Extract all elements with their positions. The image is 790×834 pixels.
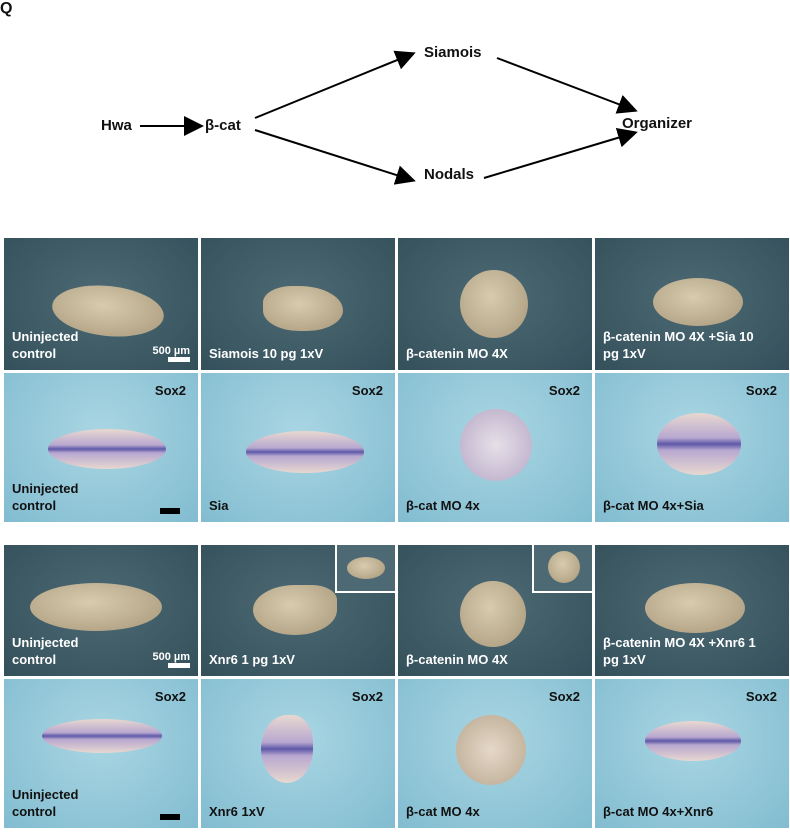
photo-g2-xnr6: Xnr6 1 pg 1xV <box>201 545 395 676</box>
caption: Sia <box>209 498 229 513</box>
marker-label: Sox2 <box>548 383 580 398</box>
scale-bar: 500 µm <box>152 651 190 668</box>
caption: β-cat MO 4x+Sia <box>603 498 704 513</box>
arrow-nodals-organizer <box>483 128 638 179</box>
marker-label: Sox2 <box>745 689 777 704</box>
caption: β-cat MO 4x <box>406 498 480 513</box>
panel-letter: Q <box>0 0 13 17</box>
inset-photo <box>335 545 395 593</box>
arrow-bcat-siamois <box>254 50 416 119</box>
caption: Uninjected control <box>12 329 79 361</box>
photo-g1-siamois: Siamois 10 pg 1xV <box>201 238 395 370</box>
node-bcat: β-cat <box>205 117 241 134</box>
arrow-bcat-nodals <box>254 129 416 185</box>
node-organizer: Organizer <box>622 115 693 132</box>
scale-bar <box>160 508 180 514</box>
caption: β-catenin MO 4X +Sia 10 pg 1xV <box>603 329 754 361</box>
photo-g1-sox2-bcat-mo-sia: Sox2 β-cat MO 4x+Sia <box>595 373 789 522</box>
scale-bar: 500 µm <box>152 345 190 362</box>
photo-g2-sox2-bcat-mo-xnr6: Sox2 β-cat MO 4x+Xnr6 <box>595 679 789 828</box>
photo-g2-uninjected: Uninjected control 500 µm <box>4 545 198 676</box>
marker-label: Sox2 <box>745 383 777 398</box>
arrow-siamois-organizer <box>496 57 638 114</box>
scale-bar <box>160 814 180 820</box>
caption: Siamois 10 pg 1xV <box>209 346 324 361</box>
photo-g1-sox2-uninjected: Sox2 Uninjected control <box>4 373 198 522</box>
marker-label: Sox2 <box>154 689 186 704</box>
marker-label: Sox2 <box>154 383 186 398</box>
photo-g2-sox2-bcat-mo: Sox2 β-cat MO 4x <box>398 679 592 828</box>
photo-g1-sox2-bcat-mo: Sox2 β-cat MO 4x <box>398 373 592 522</box>
caption: Xnr6 1 pg 1xV <box>209 652 295 667</box>
inset-photo <box>532 545 592 593</box>
node-hwa: Hwa <box>101 117 132 134</box>
photo-g1-bcat-mo-sia: β-catenin MO 4X +Sia 10 pg 1xV <box>595 238 789 370</box>
caption: Uninjected control <box>12 635 79 667</box>
photo-g1-sox2-sia: Sox2 Sia <box>201 373 395 522</box>
caption: β-catenin MO 4X <box>406 652 508 667</box>
node-siamois: Siamois <box>424 44 482 61</box>
photo-g1-uninjected: Uninjected control 500 µm <box>4 238 198 370</box>
caption: β-cat MO 4x+Xnr6 <box>603 804 714 819</box>
node-nodals: Nodals <box>424 166 475 183</box>
caption: β-catenin MO 4X <box>406 346 508 361</box>
marker-label: Sox2 <box>351 689 383 704</box>
photo-g1-bcat-mo: β-catenin MO 4X <box>398 238 592 370</box>
photo-g2-bcat-mo-xnr6: β-catenin MO 4X +Xnr6 1 pg 1xV <box>595 545 789 676</box>
photo-g2-sox2-xnr6: Sox2 Xnr6 1xV <box>201 679 395 828</box>
caption: Uninjected control <box>12 787 79 819</box>
caption: Xnr6 1xV <box>209 804 265 819</box>
caption: β-cat MO 4x <box>406 804 480 819</box>
caption: Uninjected control <box>12 481 79 513</box>
marker-label: Sox2 <box>548 689 580 704</box>
caption: β-catenin MO 4X +Xnr6 1 pg 1xV <box>603 635 756 667</box>
photo-g2-bcat-mo: β-catenin MO 4X <box>398 545 592 676</box>
marker-label: Sox2 <box>351 383 383 398</box>
pathway-diagram <box>140 50 638 185</box>
photo-g2-sox2-uninjected: Sox2 Uninjected control <box>4 679 198 828</box>
